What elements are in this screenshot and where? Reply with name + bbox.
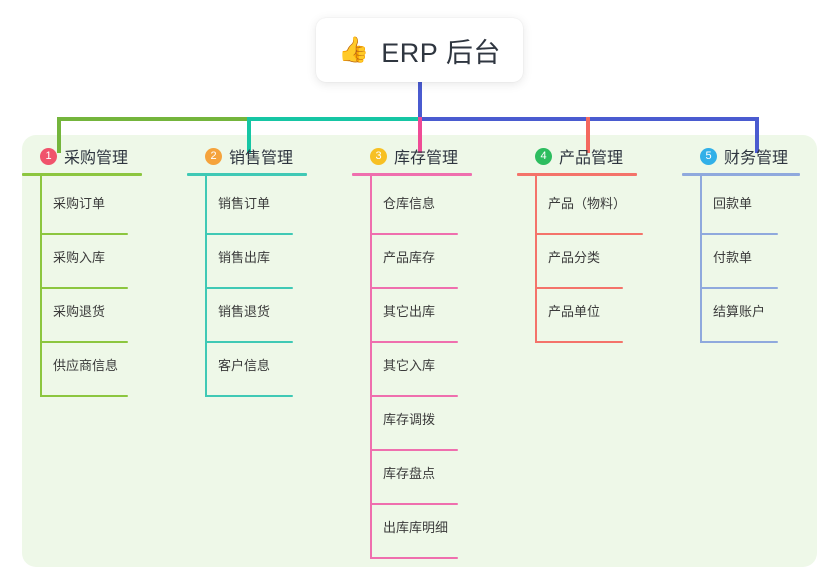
leaf-item-label: 结算账户 (713, 304, 766, 319)
leaf-item[interactable]: 产品库存 (370, 235, 458, 289)
leaf-item-rule (535, 233, 643, 235)
branch-panel-background (22, 135, 817, 567)
thumbs-up-icon: 👍 (338, 35, 370, 64)
branch-title-5: 财务管理 (724, 150, 789, 167)
branch-title-2: 销售管理 (229, 150, 294, 167)
leaf-item-rule (700, 287, 778, 289)
leaf-item[interactable]: 仓库信息 (370, 181, 458, 235)
leaf-item-label: 仓库信息 (383, 196, 436, 211)
root-node[interactable]: 👍 ERP 后台 (316, 18, 523, 82)
branch-spine-3 (370, 176, 372, 559)
branch-header-rule-2 (187, 173, 307, 176)
leaf-item-rule (205, 287, 293, 289)
leaf-item-label: 出库库明细 (383, 520, 449, 535)
leaf-item[interactable]: 产品分类 (535, 235, 623, 289)
branch-spine-2 (205, 176, 207, 397)
branch-header-3[interactable]: 3 库存管理 (370, 144, 458, 168)
leaf-item-rule (370, 341, 458, 343)
leaf-item-label: 其它出库 (383, 304, 436, 319)
leaf-item-rule (370, 449, 458, 451)
leaf-item[interactable]: 采购退货 (40, 289, 128, 343)
leaf-item-rule (370, 557, 458, 559)
leaf-item-rule (40, 233, 128, 235)
leaf-item-rule (370, 395, 458, 397)
branch-header-5[interactable]: 5 财务管理 (700, 144, 788, 168)
branch-title-4: 产品管理 (559, 150, 624, 167)
root-title: ERP 后台 (381, 37, 501, 68)
leaf-item-rule (535, 287, 623, 289)
leaf-item-label: 回款单 (713, 196, 753, 211)
branch-spine-5 (700, 176, 702, 343)
leaf-item[interactable]: 销售订单 (205, 181, 293, 235)
branch-header-rule-3 (352, 173, 472, 176)
leaf-item-label: 产品分类 (548, 250, 601, 265)
branch-badge-2: 2 (205, 147, 222, 165)
branch-header-rule-1 (22, 173, 142, 176)
leaf-item[interactable]: 其它入库 (370, 343, 458, 397)
branch-header-rule-5 (682, 173, 800, 176)
branch-badge-1: 1 (40, 147, 57, 165)
leaf-item[interactable]: 回款单 (700, 181, 778, 235)
leaf-item-rule (535, 341, 623, 343)
leaf-item-label: 产品单位 (548, 304, 601, 319)
leaf-item-label: 产品库存 (383, 250, 436, 265)
branch-spine-4 (535, 176, 537, 343)
leaf-item-label: 销售出库 (218, 250, 271, 265)
leaf-item[interactable]: 供应商信息 (40, 343, 128, 397)
branch-title-1: 采购管理 (64, 150, 129, 167)
leaf-item[interactable]: 销售出库 (205, 235, 293, 289)
leaf-item[interactable]: 库存盘点 (370, 451, 458, 505)
leaf-item[interactable]: 销售退货 (205, 289, 293, 343)
leaf-item[interactable]: 采购订单 (40, 181, 128, 235)
leaf-item[interactable]: 其它出库 (370, 289, 458, 343)
leaf-item-rule (370, 503, 458, 505)
leaf-item-rule (40, 395, 128, 397)
leaf-item[interactable]: 结算账户 (700, 289, 778, 343)
leaf-item-rule (370, 287, 458, 289)
branch-badge-3: 3 (370, 147, 387, 165)
leaf-item-rule (700, 233, 778, 235)
leaf-item-label: 销售退货 (218, 304, 271, 319)
leaf-item-label: 付款单 (713, 250, 753, 265)
leaf-item-label: 其它入库 (383, 358, 436, 373)
leaf-item-label: 采购退货 (53, 304, 106, 319)
leaf-item-label: 产品（物料） (548, 196, 627, 211)
branch-header-1[interactable]: 1 采购管理 (40, 144, 128, 168)
leaf-item-rule (205, 395, 293, 397)
leaf-item-rule (370, 233, 458, 235)
leaf-item-label: 客户信息 (218, 358, 271, 373)
leaf-item[interactable]: 出库库明细 (370, 505, 458, 559)
leaf-item-label: 库存调拨 (383, 412, 436, 427)
branch-title-3: 库存管理 (394, 150, 459, 167)
leaf-item[interactable]: 付款单 (700, 235, 778, 289)
leaf-item-rule (40, 341, 128, 343)
branch-spine-1 (40, 176, 42, 397)
branch-header-2[interactable]: 2 销售管理 (205, 144, 293, 168)
leaf-item-rule (205, 341, 293, 343)
leaf-item[interactable]: 客户信息 (205, 343, 293, 397)
leaf-item-label: 销售订单 (218, 196, 271, 211)
leaf-item[interactable]: 产品（物料） (535, 181, 643, 235)
leaf-item-label: 采购入库 (53, 250, 106, 265)
branch-header-rule-4 (517, 173, 637, 176)
leaf-item-label: 库存盘点 (383, 466, 436, 481)
leaf-item-rule (40, 287, 128, 289)
leaf-item[interactable]: 库存调拨 (370, 397, 458, 451)
branch-badge-4: 4 (535, 147, 552, 165)
branch-badge-5: 5 (700, 147, 717, 165)
branch-columns: 1 采购管理采购订单采购入库采购退货供应商信息 2 销售管理销售订单销售出库销售退货客… (22, 135, 817, 567)
leaf-item[interactable]: 产品单位 (535, 289, 623, 343)
leaf-item-rule (700, 341, 778, 343)
leaf-item-label: 采购订单 (53, 196, 106, 211)
leaf-item-rule (205, 233, 293, 235)
leaf-item-label: 供应商信息 (53, 358, 119, 373)
leaf-item[interactable]: 采购入库 (40, 235, 128, 289)
branch-header-4[interactable]: 4 产品管理 (535, 144, 623, 168)
